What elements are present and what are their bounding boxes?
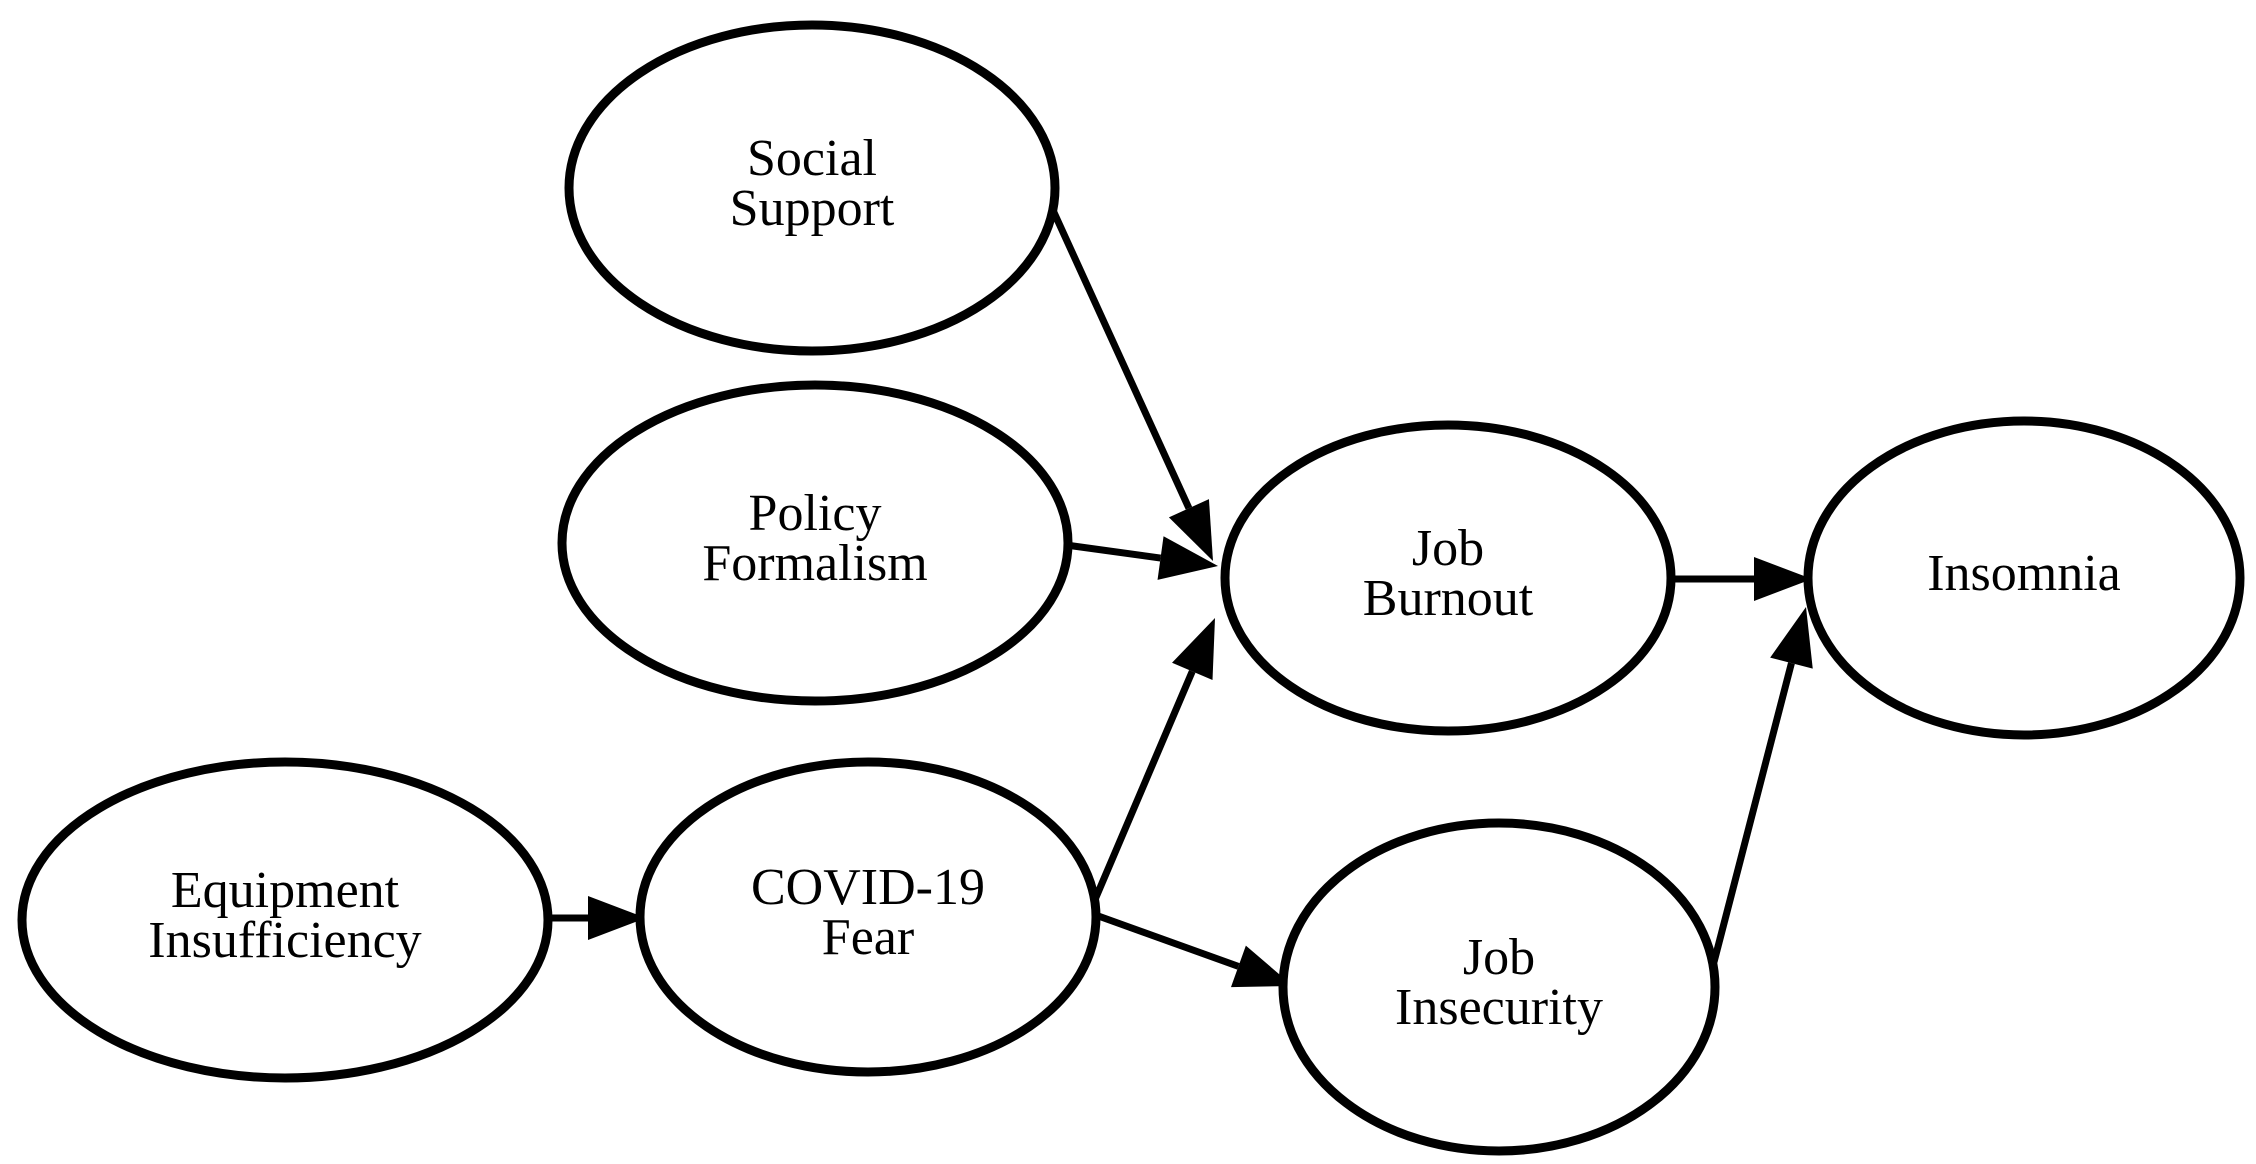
edge-policy-formalism-to-job-burnout xyxy=(1065,536,1218,580)
node-ellipse[interactable] xyxy=(1278,818,1720,1156)
edge-covid-19-fear-to-job-insecurity xyxy=(1088,909,1293,988)
edges-layer xyxy=(549,182,1813,988)
node-label-line2: Formalism xyxy=(702,535,927,592)
node-label-line2: Burnout xyxy=(1363,570,1534,627)
arrowhead-icon xyxy=(1172,618,1215,680)
edge-job-insecurity-to-insomnia xyxy=(1710,607,1813,963)
node-ellipse[interactable] xyxy=(557,380,1073,706)
node-label-line2: Support xyxy=(730,180,895,237)
node-ellipse[interactable] xyxy=(635,757,1101,1077)
edge-equipment-insufficiency-to-covid-19-fear xyxy=(549,896,646,940)
node-label-line1: Social xyxy=(747,130,877,187)
node-label-line1: Job xyxy=(1412,520,1484,577)
edge-line xyxy=(1087,669,1196,911)
node-ellipse[interactable] xyxy=(1220,420,1676,736)
edge-covid-19-fear-to-job-burnout xyxy=(1087,618,1215,911)
node-ellipse[interactable] xyxy=(1803,416,2245,740)
arrowhead-icon xyxy=(1770,607,1813,669)
node-insomnia[interactable]: Insomnia xyxy=(1803,416,2245,740)
edge-line xyxy=(1710,662,1795,963)
node-label-line1: Job xyxy=(1463,929,1535,986)
node-label-line1: Policy xyxy=(749,485,882,542)
edge-line xyxy=(1065,541,1162,562)
edge-line xyxy=(1088,909,1240,970)
node-label-line1: COVID-19 xyxy=(751,859,985,916)
edge-job-burnout-to-insomnia xyxy=(1672,557,1812,601)
arrowhead-icon xyxy=(1230,945,1293,988)
edge-social-support-to-job-burnout xyxy=(1037,182,1213,561)
node-label-line2: Fear xyxy=(822,909,914,966)
node-label-line2: Insecurity xyxy=(1395,979,1603,1036)
node-label-line1: Insomnia xyxy=(1927,545,2121,602)
arrowhead-icon xyxy=(1754,557,1812,601)
edge-line xyxy=(1037,182,1193,510)
arrowhead-icon xyxy=(1168,499,1213,561)
arrowhead-icon xyxy=(1157,536,1218,580)
node-ellipse[interactable] xyxy=(17,757,553,1083)
node-label-line1: Equipment xyxy=(171,862,400,919)
node-label-line2: Insufficiency xyxy=(148,912,421,969)
arrowhead-icon xyxy=(588,896,646,940)
node-ellipse[interactable] xyxy=(564,20,1060,356)
